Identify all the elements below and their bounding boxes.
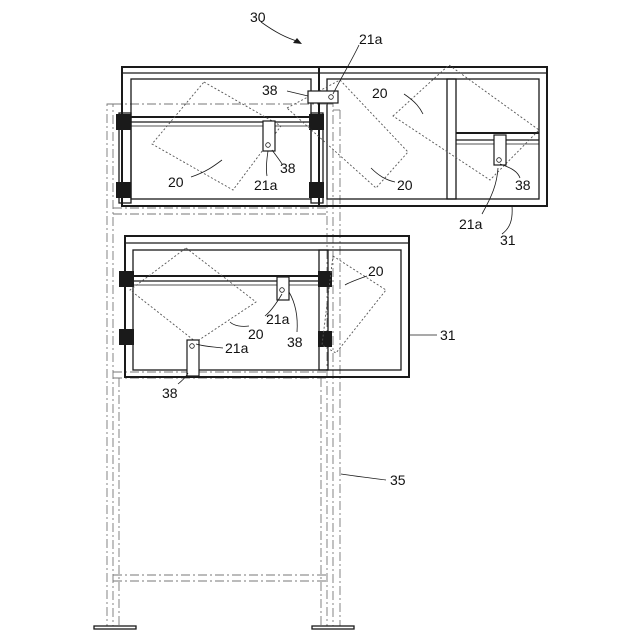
label-slider-top-left: 38 [280, 160, 296, 176]
label-ref-lower-left: 21a [225, 340, 249, 356]
label-slider-top: 38 [262, 82, 278, 98]
label-panel-top-left: 20 [168, 174, 184, 190]
label-panel-lower-left: 20 [248, 326, 264, 342]
label-panel-top-mid: 20 [397, 177, 413, 193]
label-panel-top-right: 20 [372, 85, 388, 101]
label-slider-lower-left: 38 [162, 385, 178, 401]
label-ref-lower-mid: 21a [266, 311, 290, 327]
label-slider-lower-mid: 38 [287, 334, 303, 350]
lower-cabinet [119, 236, 409, 377]
label-slider-top-right: 38 [515, 177, 531, 193]
label-ref-top: 21a [359, 31, 383, 47]
upper-right-cabinet [319, 67, 547, 206]
label-ref-top-left: 21a [254, 177, 278, 193]
label-body-lower: 31 [440, 327, 456, 343]
label-assembly: 30 [250, 9, 266, 25]
panels [130, 65, 539, 353]
label-support-frame: 35 [390, 472, 406, 488]
leader-lines [178, 22, 520, 480]
label-body-top-right: 31 [500, 232, 516, 248]
label-ref-top-right: 21a [459, 216, 483, 232]
labels: 30 21a 38 20 20 38 21a 20 38 21a 31 20 2… [162, 9, 531, 488]
upper-left-cabinet [116, 67, 324, 206]
label-panel-lower-right: 20 [368, 263, 384, 279]
